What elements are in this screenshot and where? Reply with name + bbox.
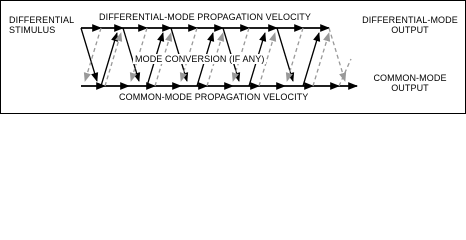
mode-conversion-zigzag [83,27,352,87]
common-mode-output-label-line1: COMMON-MODE [373,73,447,83]
differential-output-label-line1: DIFFERENTIAL-MODE [362,15,458,25]
mode-conversion-label: MODE CONVERSION (IF ANY) [133,54,267,64]
common-mode-output-label-line2: OUTPUT [391,83,429,93]
common-mode-velocity-label: COMMON-MODE PROPAGATION VELOCITY [119,92,309,102]
differential-output-label-line2: OUTPUT [391,25,429,35]
differential-stimulus-label-line2: STIMULUS [9,25,56,35]
differential-stimulus-label-line1: DIFFERENTIAL [9,15,75,25]
diagram-frame: DIFFERENTIAL STIMULUS DIFFERENTIAL-MODE … [0,0,466,114]
differential-velocity-label: DIFFERENTIAL-MODE PROPAGATION VELOCITY [99,12,311,22]
